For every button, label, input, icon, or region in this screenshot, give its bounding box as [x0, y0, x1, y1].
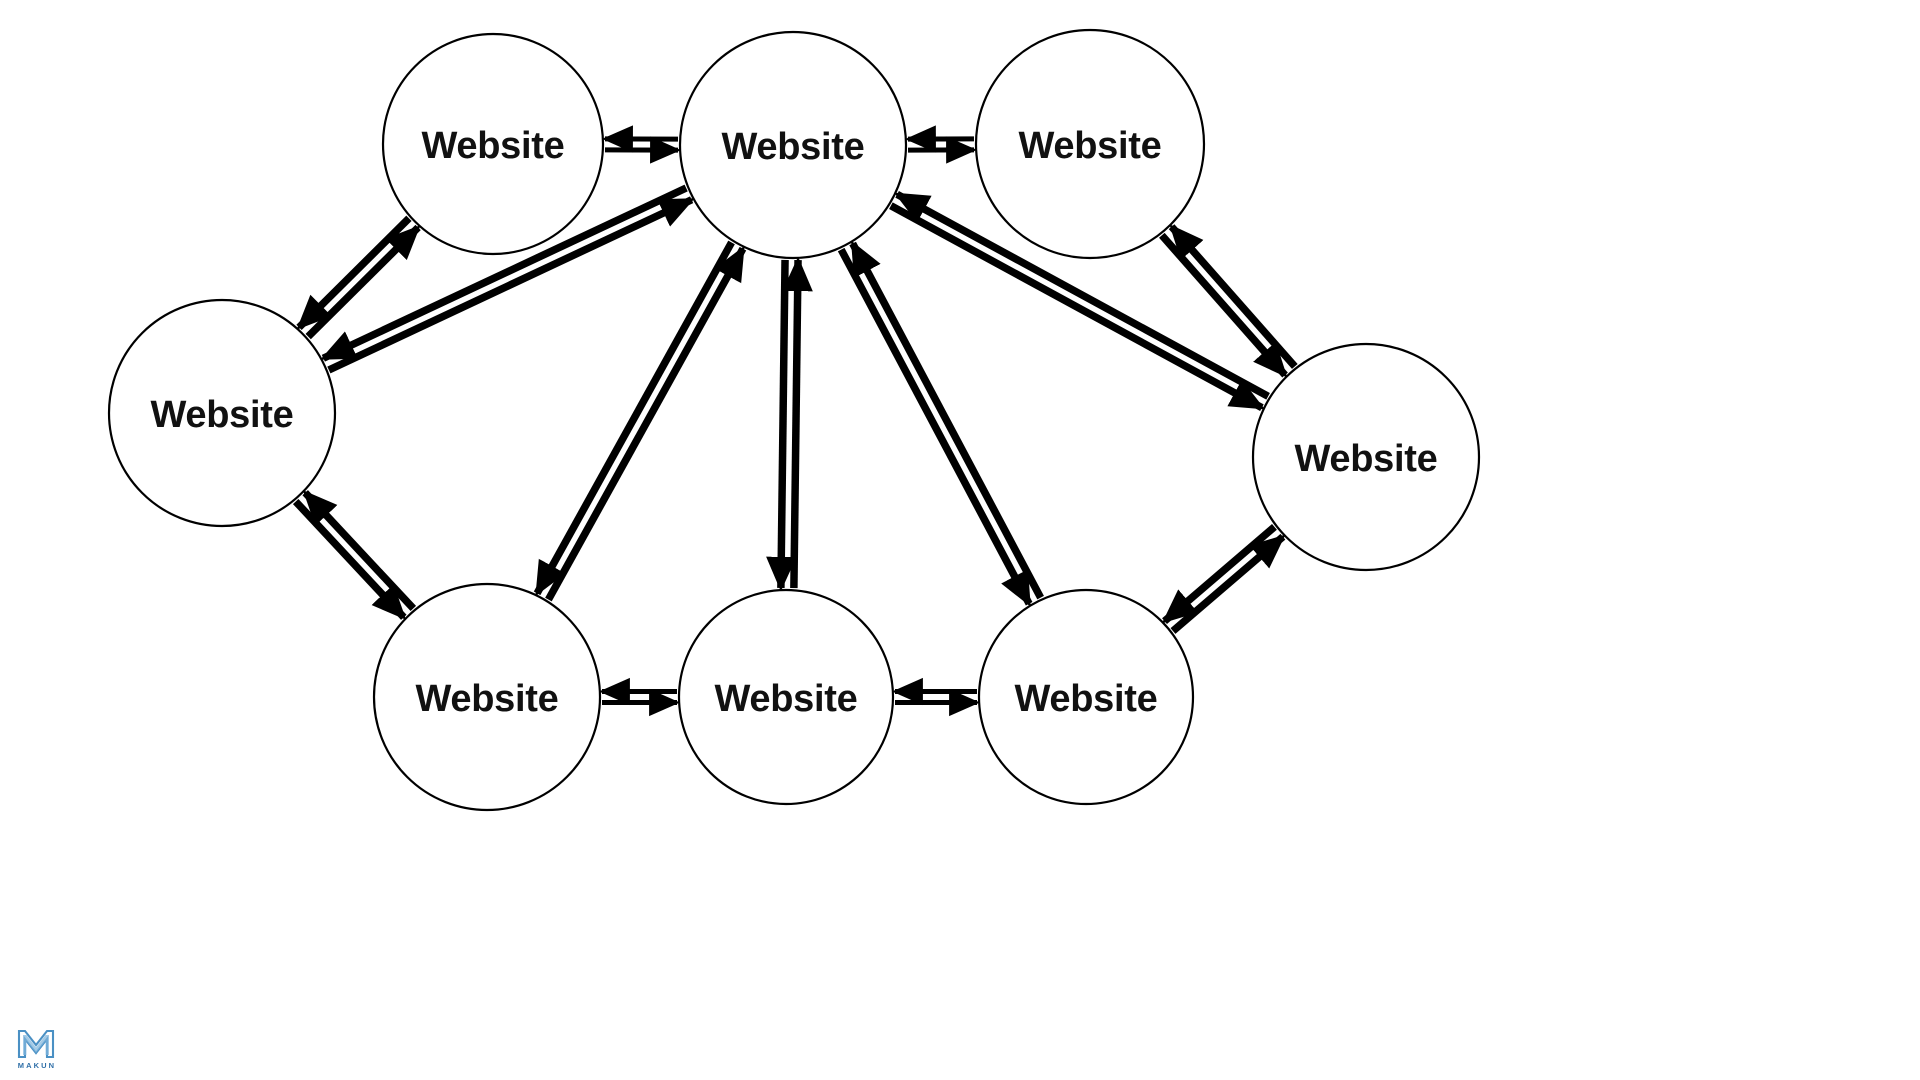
node-circle[interactable] [677, 588, 895, 806]
node-label: Website [416, 678, 559, 720]
edge-arrow-backward [782, 256, 813, 589]
node-circle[interactable] [381, 32, 605, 256]
edge-n5-n6 [598, 677, 681, 717]
node-circle[interactable] [107, 298, 337, 528]
edge-n6-n7 [891, 677, 981, 717]
edge-n1-n0 [601, 125, 682, 164]
node-label: Website [722, 126, 865, 168]
edge-n4-n7 [1161, 524, 1286, 634]
edge-arrow-forward [766, 259, 797, 592]
edge-arrow-forward [1159, 232, 1288, 378]
node-n2[interactable]: Website [974, 28, 1206, 260]
node-circle[interactable] [974, 28, 1206, 260]
node-circle[interactable] [372, 582, 602, 812]
edge-arrow-backward [849, 240, 1044, 600]
edge-layer [292, 125, 1298, 717]
node-n1[interactable]: Website [678, 30, 908, 260]
edge-arrow-backward [327, 196, 695, 374]
edge-arrow-forward [1161, 524, 1277, 624]
node-label: Website [715, 678, 858, 720]
edge-n1-n2 [904, 125, 978, 164]
edge-n0-n3 [296, 215, 421, 340]
edge-arrow-forward [320, 184, 688, 362]
edge-arrow-forward [292, 498, 407, 620]
edge-arrow-backward [305, 224, 421, 340]
edge-n1-n7 [837, 240, 1044, 607]
edge-n3-n5 [292, 490, 417, 620]
edge-n2-n4 [1159, 224, 1298, 378]
edge-n1-n4 [889, 190, 1270, 412]
edge-arrow-forward [533, 240, 735, 597]
node-n5[interactable]: Website [372, 582, 602, 812]
makun-watermark: MAKUN [8, 1028, 64, 1074]
edge-n1-n6 [766, 256, 813, 592]
node-n7[interactable]: Website [977, 588, 1195, 806]
makun-logo-icon [17, 1029, 55, 1059]
node-n3[interactable]: Website [107, 298, 337, 528]
node-label: Website [1015, 678, 1158, 720]
node-label: Website [422, 125, 565, 167]
edge-arrow-backward [545, 245, 747, 602]
node-n0[interactable]: Website [381, 32, 605, 256]
edge-n1-n3 [320, 184, 695, 374]
makun-logo-text: MAKUN [17, 1061, 57, 1070]
node-circle[interactable] [678, 30, 908, 260]
edge-arrow-forward [296, 215, 412, 331]
node-label: Website [1019, 125, 1162, 167]
node-label: Website [151, 394, 294, 436]
edge-arrow-forward [837, 247, 1033, 607]
node-circle[interactable] [1251, 342, 1481, 572]
edge-arrow-forward [889, 202, 1265, 412]
node-circle[interactable] [977, 588, 1195, 806]
node-n6[interactable]: Website [677, 588, 895, 806]
node-label: Website [1295, 438, 1438, 480]
edge-n1-n5 [533, 240, 747, 602]
edge-arrow-backward [1170, 533, 1286, 634]
edge-arrow-backward [302, 490, 417, 612]
edge-arrow-backward [1168, 224, 1298, 369]
node-n4[interactable]: Website [1251, 342, 1481, 572]
edge-arrow-backward [894, 190, 1270, 400]
